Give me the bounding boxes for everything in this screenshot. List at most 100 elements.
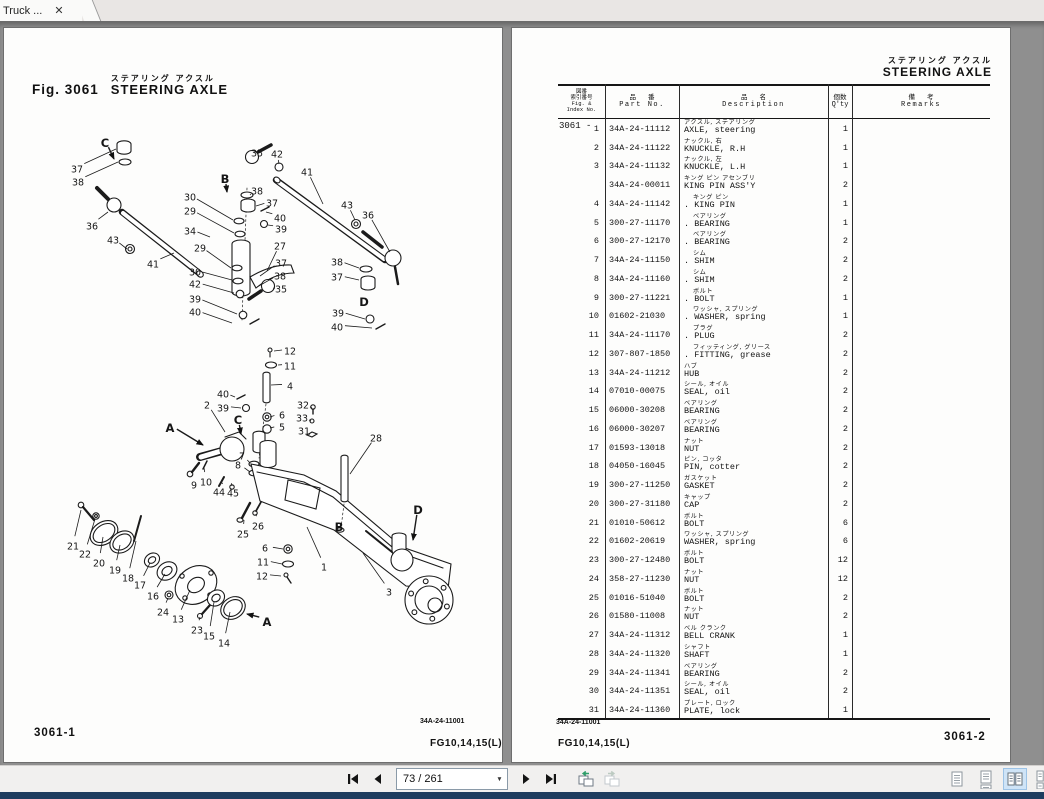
callout-label: 19 [109,566,121,577]
last-page-button[interactable] [540,768,562,790]
two-page-spread-icon [1007,772,1023,786]
callout-label: 40 [274,214,286,225]
two-page-continuous-icon [1036,770,1044,789]
callout-label: 35 [275,285,287,296]
model-code-right: FG10,14,15(L) [558,738,631,749]
page-title: STEERING AXLE [110,82,229,97]
callout-label: 2 [204,401,210,412]
next-view-button[interactable] [601,768,623,790]
col-header-fig-index: 図番 索引番号 Fig. & Index No. [566,89,597,113]
tab-bar: Truck ... ✕ [0,0,1044,22]
status-strip [0,792,1044,799]
callout-label: 28 [370,434,382,445]
last-page-icon [546,774,556,784]
callout-label: 20 [93,559,105,570]
layout-facing-continuous-button[interactable] [1032,768,1044,790]
chevron-down-icon[interactable]: ▼ [496,775,503,783]
page-layout-group [945,768,1044,790]
document-tab[interactable]: Truck ... ✕ [0,0,82,21]
callout-label: 10 [200,478,212,489]
callout-label: 35 [251,149,263,160]
callout-label: 5 [279,423,285,434]
callout-label: 38 [72,178,84,189]
next-page-button[interactable] [515,768,537,790]
callout-label: A [263,615,272,629]
first-page-icon [348,774,358,784]
callout-label: 22 [79,550,91,561]
callout-label: 31 [298,427,310,438]
layout-continuous-button[interactable] [974,768,998,790]
callout-label: 43 [107,236,119,247]
previous-page-icon [374,774,381,784]
tab-title: Truck ... [3,4,43,17]
next-page-icon [523,774,530,784]
callout-label: 8 [235,461,241,472]
callout-label: 36 [362,211,374,222]
callout-label: 36 [86,222,98,233]
callout-label: 27 [274,242,286,253]
callout-label: 42 [271,150,283,161]
layout-facing-button[interactable] [1003,768,1027,790]
page-title-japanese: ステアリング アクスル [110,74,215,83]
page-number-input[interactable] [397,773,492,785]
callout-label: 7 [239,452,245,463]
callout-label: 38 [331,258,343,269]
callout-label: 30 [189,268,201,279]
callout-label: 14 [218,639,230,650]
page-title-japanese: ステアリング アクスル [887,56,992,65]
page-number-left: 3061-1 [34,727,76,739]
callout-label: 18 [122,574,134,585]
previous-page-button[interactable] [367,768,389,790]
previous-view-icon [578,770,594,787]
callout-label: 12 [284,347,296,358]
callout-label: 40 [189,308,201,319]
callout-label: D [359,295,369,309]
callout-label: 23 [191,626,203,637]
callout-label: 11 [284,362,296,373]
callout-label: 43 [341,201,353,212]
callout-label: 6 [262,544,268,555]
callout-label: 24 [157,608,169,619]
figure-group-label: 3061 - [559,121,592,131]
tab-close-icon[interactable]: ✕ [54,5,64,17]
first-page-button[interactable] [342,768,364,790]
previous-view-button[interactable] [575,768,597,790]
callout-label: A [166,421,175,435]
left-page-header: Fig. 3061 ステアリング アクスル STEERING AXLE [32,74,228,97]
callout-label: D [413,503,423,517]
callout-label: 41 [147,260,159,271]
callout-label: 37 [331,273,343,284]
callout-label: 29 [184,207,196,218]
callout-label: C [101,136,109,150]
page-navigation: ▼ [342,768,623,790]
page-number-combobox[interactable]: ▼ [396,768,508,790]
callout-label: 32 [297,401,309,412]
callout-label: 39 [189,295,201,306]
next-view-icon [604,770,620,787]
callout-label: 39 [217,404,229,415]
layout-single-button[interactable] [945,768,969,790]
col-header-part-no: 品番 Part No. [619,92,667,109]
col-header-description: 品名 Description [722,92,785,109]
